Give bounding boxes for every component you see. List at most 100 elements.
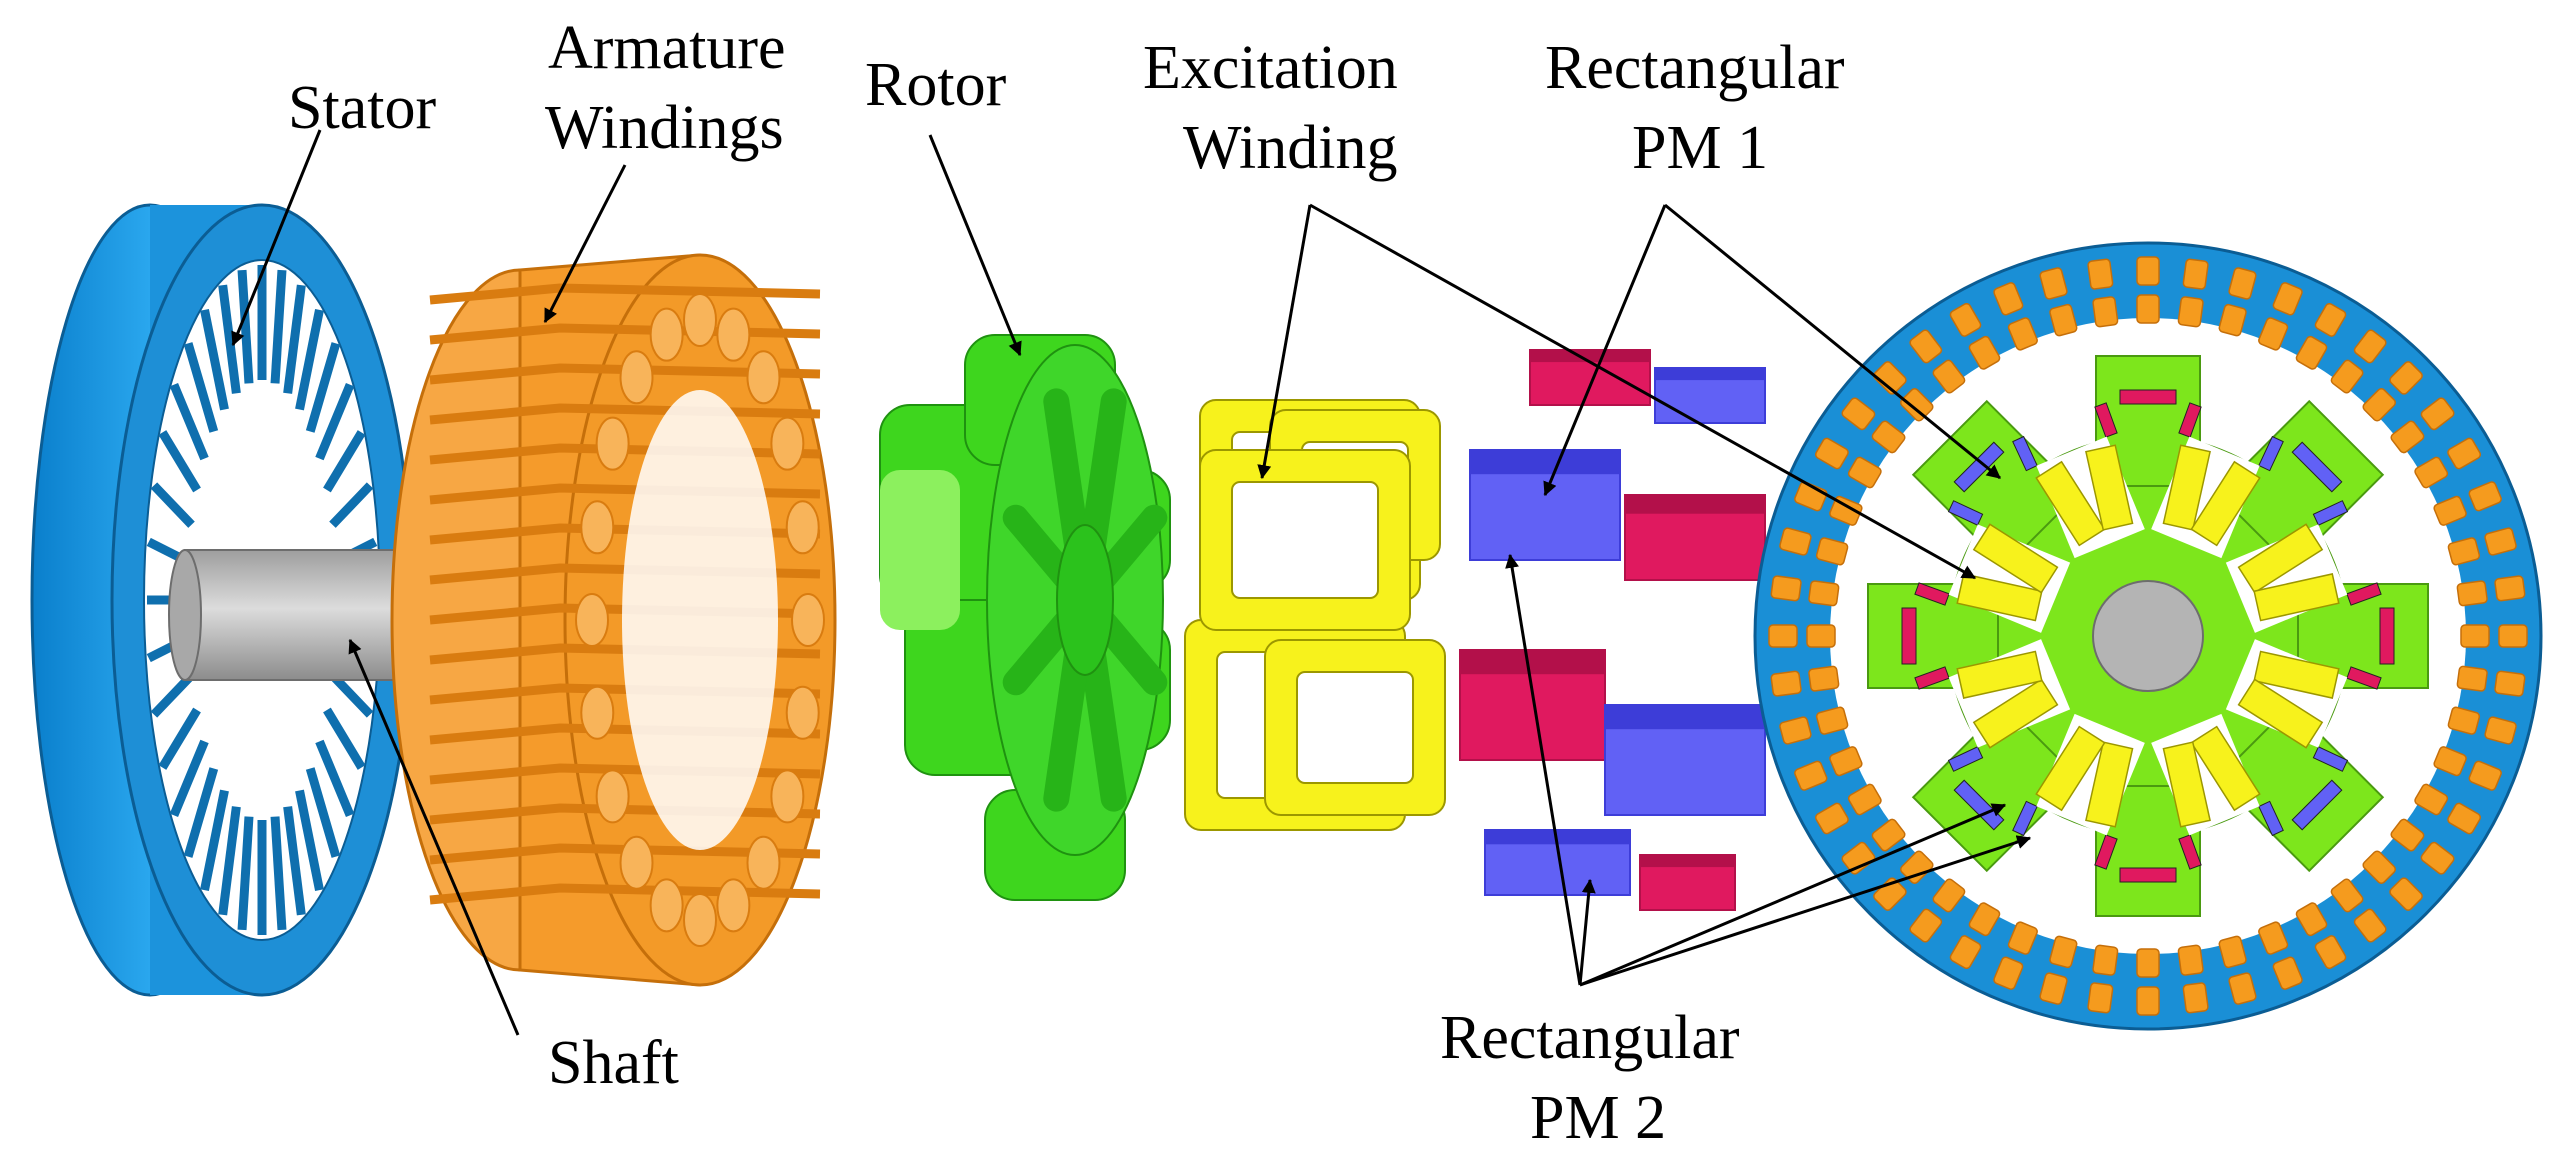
slot-conductor-inner xyxy=(2136,948,2160,978)
pm1-pointer-section xyxy=(1664,203,2001,480)
slot-conductor-outer xyxy=(2136,986,2160,1016)
magnet-top-face xyxy=(1470,450,1620,475)
permanent-magnets-3d xyxy=(1459,349,1766,911)
slot-conductor-inner xyxy=(2049,935,2078,969)
section-magnet-arm xyxy=(2012,435,2038,472)
slot-conductor-outer xyxy=(2468,481,2502,512)
slot-conductor-outer xyxy=(2484,527,2517,556)
section-rotor-pole xyxy=(2094,355,2202,487)
armature-end-turn xyxy=(595,416,630,471)
excitation-label-line1: Excitation xyxy=(1143,34,1398,102)
pole-body xyxy=(2215,703,2385,873)
section-armature-slot xyxy=(1909,329,1966,394)
slot-conductor-inner xyxy=(1815,706,1849,735)
slot-conductor-inner xyxy=(2447,706,2481,735)
slot-conductor-outer xyxy=(2353,908,2387,943)
slot-conductor-inner xyxy=(2177,296,2204,328)
slot-conductor-outer xyxy=(2314,935,2347,970)
section-armature-slot xyxy=(2136,256,2160,324)
armature-coil-turn xyxy=(429,363,821,385)
slot-conductor-inner xyxy=(1815,537,1849,566)
section-armature-slot xyxy=(2039,935,2078,1005)
section-excitation-slot xyxy=(2035,713,2145,836)
section-magnet-arm xyxy=(1914,666,1950,690)
pm2-pointer-b xyxy=(1578,878,1596,986)
stator-tooth xyxy=(270,269,287,384)
section-magnet-arm xyxy=(2346,666,2382,690)
section-rotor-pole xyxy=(2215,399,2385,569)
section-armature-slot xyxy=(1814,437,1882,489)
armature-end-turn xyxy=(785,500,820,555)
section-armature-slot xyxy=(1949,902,2001,970)
slot-conductor-outer xyxy=(2494,670,2526,697)
armature-end-turn xyxy=(580,685,615,740)
stator-tooth xyxy=(283,284,306,394)
section-rotor-pole xyxy=(2215,703,2385,873)
stator-tooth xyxy=(270,816,287,931)
slot-conductor-outer xyxy=(1909,908,1943,943)
slot-conductor-outer xyxy=(2182,982,2209,1014)
section-armature-slot xyxy=(2460,624,2528,648)
labels: Stator Armature Windings Rotor Excitatio… xyxy=(288,14,1845,1152)
stator-tooth xyxy=(315,739,355,818)
section-armature-slot xyxy=(2218,935,2257,1005)
armature-end-turn xyxy=(770,416,805,471)
section-armature-slot xyxy=(1814,783,1882,835)
section-armature-slot xyxy=(2258,282,2303,351)
slot-conductor-outer xyxy=(1770,670,1802,697)
section-armature-slot xyxy=(2414,437,2482,489)
section-armature-slot xyxy=(1993,921,2038,990)
slot-conductor-outer xyxy=(1770,575,1802,602)
slot-conductor-outer xyxy=(2498,624,2528,648)
armature-coil-turn xyxy=(429,283,821,305)
section-armature-slot xyxy=(2177,258,2209,328)
slot-conductor-inner xyxy=(2177,944,2204,976)
slot-conductor-inner xyxy=(2362,388,2396,422)
slot-conductor-outer xyxy=(2272,956,2303,990)
armature-end-turn xyxy=(619,835,654,890)
stator-label: Stator xyxy=(288,74,436,142)
slot-conductor-outer xyxy=(1909,329,1943,364)
section-pm2-magnet xyxy=(1901,607,1917,665)
section-armature-slot xyxy=(1770,665,1840,697)
section-magnet-arm xyxy=(2258,800,2284,837)
slot-conductor-inner xyxy=(1847,783,1882,816)
stator-tooth xyxy=(305,767,341,858)
slot-conductor-outer xyxy=(2447,802,2482,835)
pm1-label-line2: PM 1 xyxy=(1632,114,1768,182)
stator-tooth xyxy=(150,482,195,528)
armature-end-turn xyxy=(683,293,717,347)
magnet-top-face xyxy=(1460,650,1605,675)
armature-coil-turn xyxy=(429,843,821,865)
section-magnet-arm xyxy=(2012,800,2038,837)
slot-conductor-inner xyxy=(2390,818,2425,852)
stator-tooth xyxy=(295,308,324,411)
section-armature-slot xyxy=(1909,878,1966,943)
slot-conductor-inner xyxy=(1932,359,1966,394)
slot-conductor-outer xyxy=(2420,397,2455,431)
slot-conductor-inner xyxy=(2456,665,2488,692)
section-excitation-coil xyxy=(1972,678,2059,749)
section-excitation-slot xyxy=(2151,713,2261,836)
pm1-label-line1: Rectangular xyxy=(1545,34,1845,102)
slot-conductor-inner xyxy=(1806,624,1836,648)
section-magnet-arm xyxy=(2178,834,2202,870)
slot-conductor-outer xyxy=(1768,624,1798,648)
pm2-pointer-a xyxy=(1505,553,1582,986)
shaft-label: Shaft xyxy=(548,1029,679,1097)
section-armature-slot xyxy=(2295,902,2347,970)
stator-tooth xyxy=(237,269,254,384)
section-armature-slot xyxy=(2330,329,2387,394)
slot-conductor-inner xyxy=(2460,624,2490,648)
stator-tooth xyxy=(329,482,374,528)
section-armature-slot xyxy=(2218,267,2257,337)
section-armature-slot xyxy=(1768,624,1836,648)
armature-label-line2: Windings xyxy=(545,94,784,162)
slot-conductor-outer xyxy=(1993,956,2024,990)
rotor-pointer xyxy=(928,134,1022,357)
slot-conductor-outer xyxy=(1814,437,1849,470)
section-magnet-arm xyxy=(1947,500,1984,526)
section-armature-slot xyxy=(2258,921,2303,990)
slot-conductor-outer xyxy=(2494,575,2526,602)
armature-end-turn xyxy=(649,307,684,362)
